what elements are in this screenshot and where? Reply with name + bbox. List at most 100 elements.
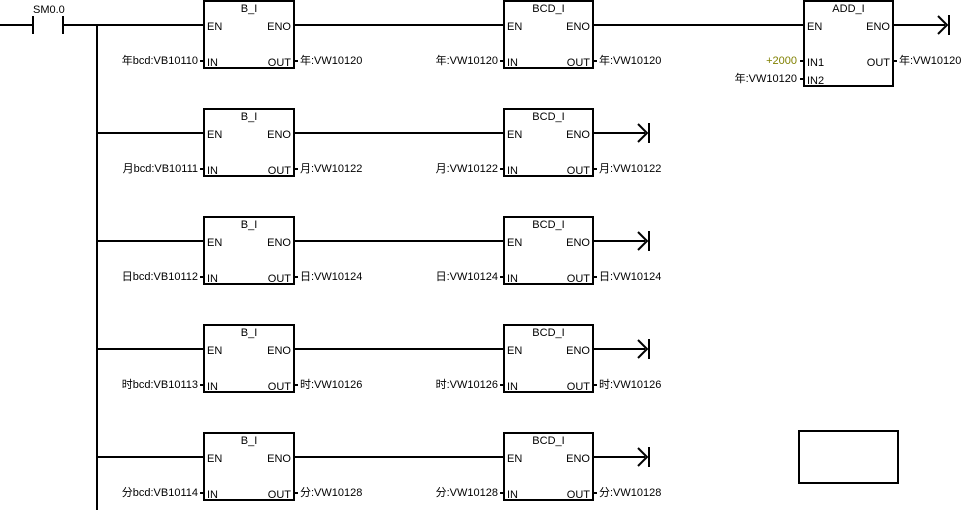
pin-eno: ENO (267, 237, 291, 249)
bcd-i-in-operand[interactable]: 时:VW10126 (435, 379, 498, 391)
stub-out (594, 384, 597, 386)
b-i-block[interactable]: B_I EN ENO IN OUT (203, 324, 295, 393)
stub-out (594, 168, 597, 170)
pin-eno: ENO (566, 21, 590, 33)
bcd-i-block[interactable]: BCD_I EN ENO IN OUT (503, 432, 594, 501)
b-i-in-operand[interactable]: 月bcd:VB10111 (122, 163, 198, 175)
wire-bi-to-bcdi (294, 348, 504, 350)
pin-in2: IN2 (807, 75, 825, 87)
pin-en: EN (507, 237, 523, 249)
vertical-bus (96, 24, 98, 510)
bcd-i-out-operand[interactable]: 时:VW10126 (599, 379, 662, 391)
pin-out: OUT (267, 381, 291, 393)
pin-out: OUT (566, 165, 590, 177)
pin-in: IN (207, 57, 218, 69)
block-title: BCD_I (532, 3, 565, 15)
wire-bcdi-eno (593, 240, 645, 242)
stub-out (295, 276, 298, 278)
b-i-out-operand[interactable]: 日:VW10124 (300, 271, 363, 283)
block-title: BCD_I (532, 435, 565, 447)
pin-eno: ENO (267, 453, 291, 465)
contact-sm0-0[interactable]: SM0.0 (31, 4, 67, 36)
stub-in (200, 492, 203, 494)
b-i-in-operand[interactable]: 时bcd:VB10113 (121, 379, 198, 391)
contact-label: SM0.0 (33, 4, 65, 16)
block-title: BCD_I (532, 327, 565, 339)
contact-left-plate (32, 16, 34, 34)
pin-eno: ENO (566, 453, 590, 465)
pin-in: IN (207, 165, 218, 177)
b-i-in-operand[interactable]: 年bcd:VB10110 (121, 55, 198, 67)
wire-bcdi-eno (593, 348, 645, 350)
pin-eno: ENO (866, 21, 890, 33)
rung-end-arrow-icon (637, 231, 650, 251)
bcd-i-out-operand[interactable]: 日:VW10124 (599, 271, 662, 283)
pin-out: OUT (566, 489, 590, 501)
bcd-i-in-operand[interactable]: 分:VW10128 (435, 487, 498, 499)
pin-in: IN (507, 273, 518, 285)
bcd-i-block[interactable]: BCD_I EN ENO IN OUT (503, 108, 594, 177)
pin-in1: IN1 (807, 57, 825, 69)
bcd-i-out-operand[interactable]: 年:VW10120 (599, 55, 662, 67)
empty-network-box[interactable] (798, 430, 899, 484)
b-i-in-operand[interactable]: 日bcd:VB10112 (121, 271, 198, 283)
pin-out: OUT (566, 381, 590, 393)
b-i-block[interactable]: B_I EN ENO IN OUT (203, 0, 295, 69)
pin-out: OUT (866, 57, 890, 69)
block-title: ADD_I (832, 3, 865, 15)
stub-out (594, 60, 597, 62)
block-title: B_I (240, 111, 258, 123)
rung-end-arrow-icon (937, 15, 950, 35)
stub-in (500, 168, 503, 170)
block-title: B_I (240, 435, 258, 447)
b-i-out-operand[interactable]: 时:VW10126 (300, 379, 363, 391)
stub-out (295, 492, 298, 494)
stub-out (295, 60, 298, 62)
b-i-out-operand[interactable]: 分:VW10128 (300, 487, 363, 499)
wire-bus-to-bi (97, 132, 204, 134)
bcd-i-block[interactable]: BCD_I EN ENO IN OUT (503, 0, 594, 69)
stub-in (200, 276, 203, 278)
pin-in: IN (207, 381, 218, 393)
block-title: B_I (240, 219, 258, 231)
wire-bus-to-bi (97, 240, 204, 242)
add-in1-operand[interactable]: +2000 (766, 55, 797, 67)
b-i-block[interactable]: B_I EN ENO IN OUT (203, 108, 295, 177)
pin-eno: ENO (566, 129, 590, 141)
pin-en: EN (507, 345, 523, 357)
pin-out: OUT (267, 165, 291, 177)
pin-in: IN (507, 165, 518, 177)
pin-eno: ENO (566, 345, 590, 357)
b-i-in-operand[interactable]: 分bcd:VB10114 (121, 487, 198, 499)
add-in2-operand[interactable]: 年:VW10120 (734, 73, 797, 85)
bcd-i-in-operand[interactable]: 日:VW10124 (435, 271, 498, 283)
add-i-block[interactable]: ADD_I EN ENO IN1 OUT IN2 (803, 0, 894, 87)
b-i-out-operand[interactable]: 年:VW10120 (300, 55, 363, 67)
stub-in (500, 60, 503, 62)
stub-out (894, 60, 897, 62)
bcd-i-out-operand[interactable]: 月:VW10122 (599, 163, 662, 175)
b-i-block[interactable]: B_I EN ENO IN OUT (203, 432, 295, 501)
stub-out (594, 276, 597, 278)
wire-add-eno (893, 24, 945, 26)
bcd-i-in-operand[interactable]: 月:VW10122 (435, 163, 498, 175)
pin-eno: ENO (566, 237, 590, 249)
stub-out (295, 384, 298, 386)
add-out-operand[interactable]: 年:VW10120 (899, 55, 962, 67)
b-i-block[interactable]: B_I EN ENO IN OUT (203, 216, 295, 285)
wire-bus-to-bi (97, 348, 204, 350)
pin-en: EN (207, 129, 223, 141)
pin-out: OUT (566, 273, 590, 285)
b-i-out-operand[interactable]: 月:VW10122 (300, 163, 363, 175)
pin-en: EN (507, 129, 523, 141)
pin-in: IN (507, 57, 518, 69)
pin-en: EN (507, 21, 523, 33)
bcd-i-out-operand[interactable]: 分:VW10128 (599, 487, 662, 499)
bcd-i-block[interactable]: BCD_I EN ENO IN OUT (503, 324, 594, 393)
stub-in (500, 276, 503, 278)
bcd-i-in-operand[interactable]: 年:VW10120 (435, 55, 498, 67)
stub-in (200, 168, 203, 170)
pin-en: EN (207, 21, 223, 33)
bcd-i-block[interactable]: BCD_I EN ENO IN OUT (503, 216, 594, 285)
wire-bi-to-bcdi (294, 240, 504, 242)
